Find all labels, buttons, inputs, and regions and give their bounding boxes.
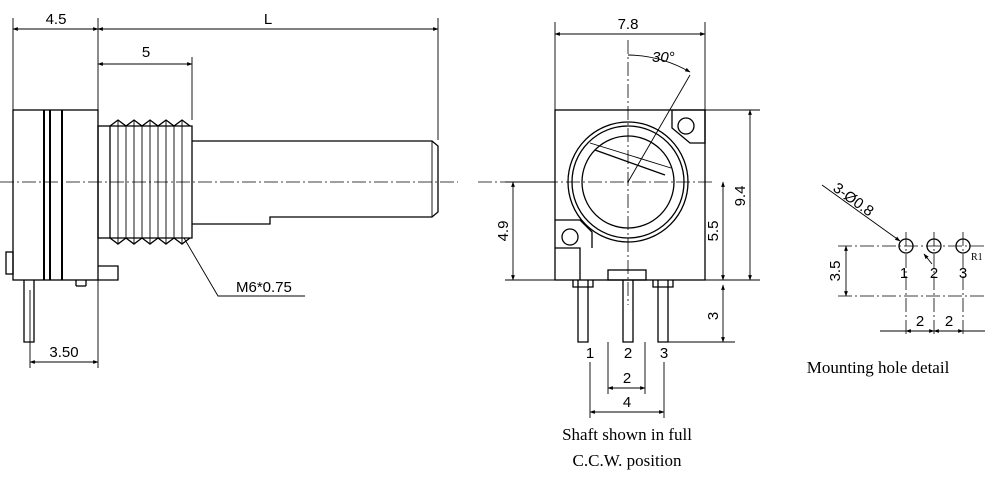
front-pin-label-3: 3 <box>660 345 668 362</box>
detail-hole-3 <box>955 238 971 254</box>
detail-pin-label-2: 2 <box>930 265 938 282</box>
side-tab-left <box>5 251 14 275</box>
dim-text-3-50: 3.50 <box>49 344 78 361</box>
side-thread-outline <box>110 125 193 239</box>
side-bushing-base <box>97 125 111 239</box>
front-caption-line1: Shaft shown in full <box>562 425 692 444</box>
side-body <box>12 109 99 281</box>
front-body-step <box>555 247 581 280</box>
dim-text-4-9: 4.9 <box>495 221 512 242</box>
thread-callout-leader <box>183 237 305 297</box>
side-view: 4.5 L 5 3.50 M6*0. <box>0 11 458 368</box>
front-pin-label-1: 1 <box>586 345 594 362</box>
detail-pin2-pointer <box>923 253 933 265</box>
dim-text-angle: 30° <box>652 49 675 66</box>
front-shaft-flat-2 <box>589 142 672 169</box>
dim-text-3: 3 <box>705 312 722 320</box>
hole-radius-label: R1 <box>971 252 983 263</box>
dim-text-5: 5 <box>142 44 150 61</box>
front-thread-inner <box>571 125 685 239</box>
front-pin-shoulder <box>652 280 674 288</box>
front-bottom-slot <box>607 269 647 281</box>
front-pin-label-2: 2 <box>624 345 632 362</box>
detail-caption: Mounting hole detail <box>807 358 950 377</box>
dim-text-span: 4 <box>623 394 631 411</box>
detail-hole-2 <box>926 238 942 254</box>
detail-pin-label-3: 3 <box>959 265 967 282</box>
dim-text-pitch: 2 <box>623 370 631 387</box>
front-mount-hole-top <box>677 117 695 135</box>
front-view: 7.8 30° 1 2 3 2 <box>478 16 760 470</box>
mounting-detail: 3-Ø0.8 R1 1 2 3 3.5 2 2 Mounting hole de… <box>807 179 985 377</box>
dim-text-9-4: 9.4 <box>732 186 749 207</box>
front-body-notch <box>555 219 593 248</box>
front-shaft-circle <box>581 135 675 229</box>
front-mount-hole-bottom <box>561 228 579 246</box>
dim-text-3-5: 3.5 <box>827 261 844 282</box>
front-caption-line2: C.C.W. position <box>573 451 682 470</box>
detail-pin-label-1: 1 <box>900 265 908 282</box>
side-tab-right <box>98 265 119 281</box>
angle-arc <box>627 54 691 73</box>
detail-hole-1 <box>898 238 914 254</box>
front-pin-1 <box>577 280 589 343</box>
dim-text-7-8: 7.8 <box>618 16 639 33</box>
hole-spec-leader <box>821 184 901 242</box>
front-pin-3 <box>657 280 669 343</box>
front-thread-circle <box>567 121 689 243</box>
hole-spec-text: 3-Ø0.8 <box>830 179 877 220</box>
side-shaft <box>192 140 439 225</box>
dim-text-detail-pitch-2: 2 <box>945 313 953 330</box>
front-shaft-flat <box>594 149 666 176</box>
dim-text-L: L <box>264 11 272 28</box>
front-pin-2 <box>622 280 634 343</box>
dim-text-4-5: 4.5 <box>46 11 67 28</box>
angle-ray <box>627 74 691 183</box>
front-pin-shoulder <box>572 280 594 288</box>
dim-text-5-5: 5.5 <box>705 221 722 242</box>
side-pin <box>23 280 35 343</box>
thread-spec-text: M6*0.75 <box>236 279 292 296</box>
dim-text-detail-pitch-1: 2 <box>916 313 924 330</box>
front-body-corner <box>671 109 706 144</box>
